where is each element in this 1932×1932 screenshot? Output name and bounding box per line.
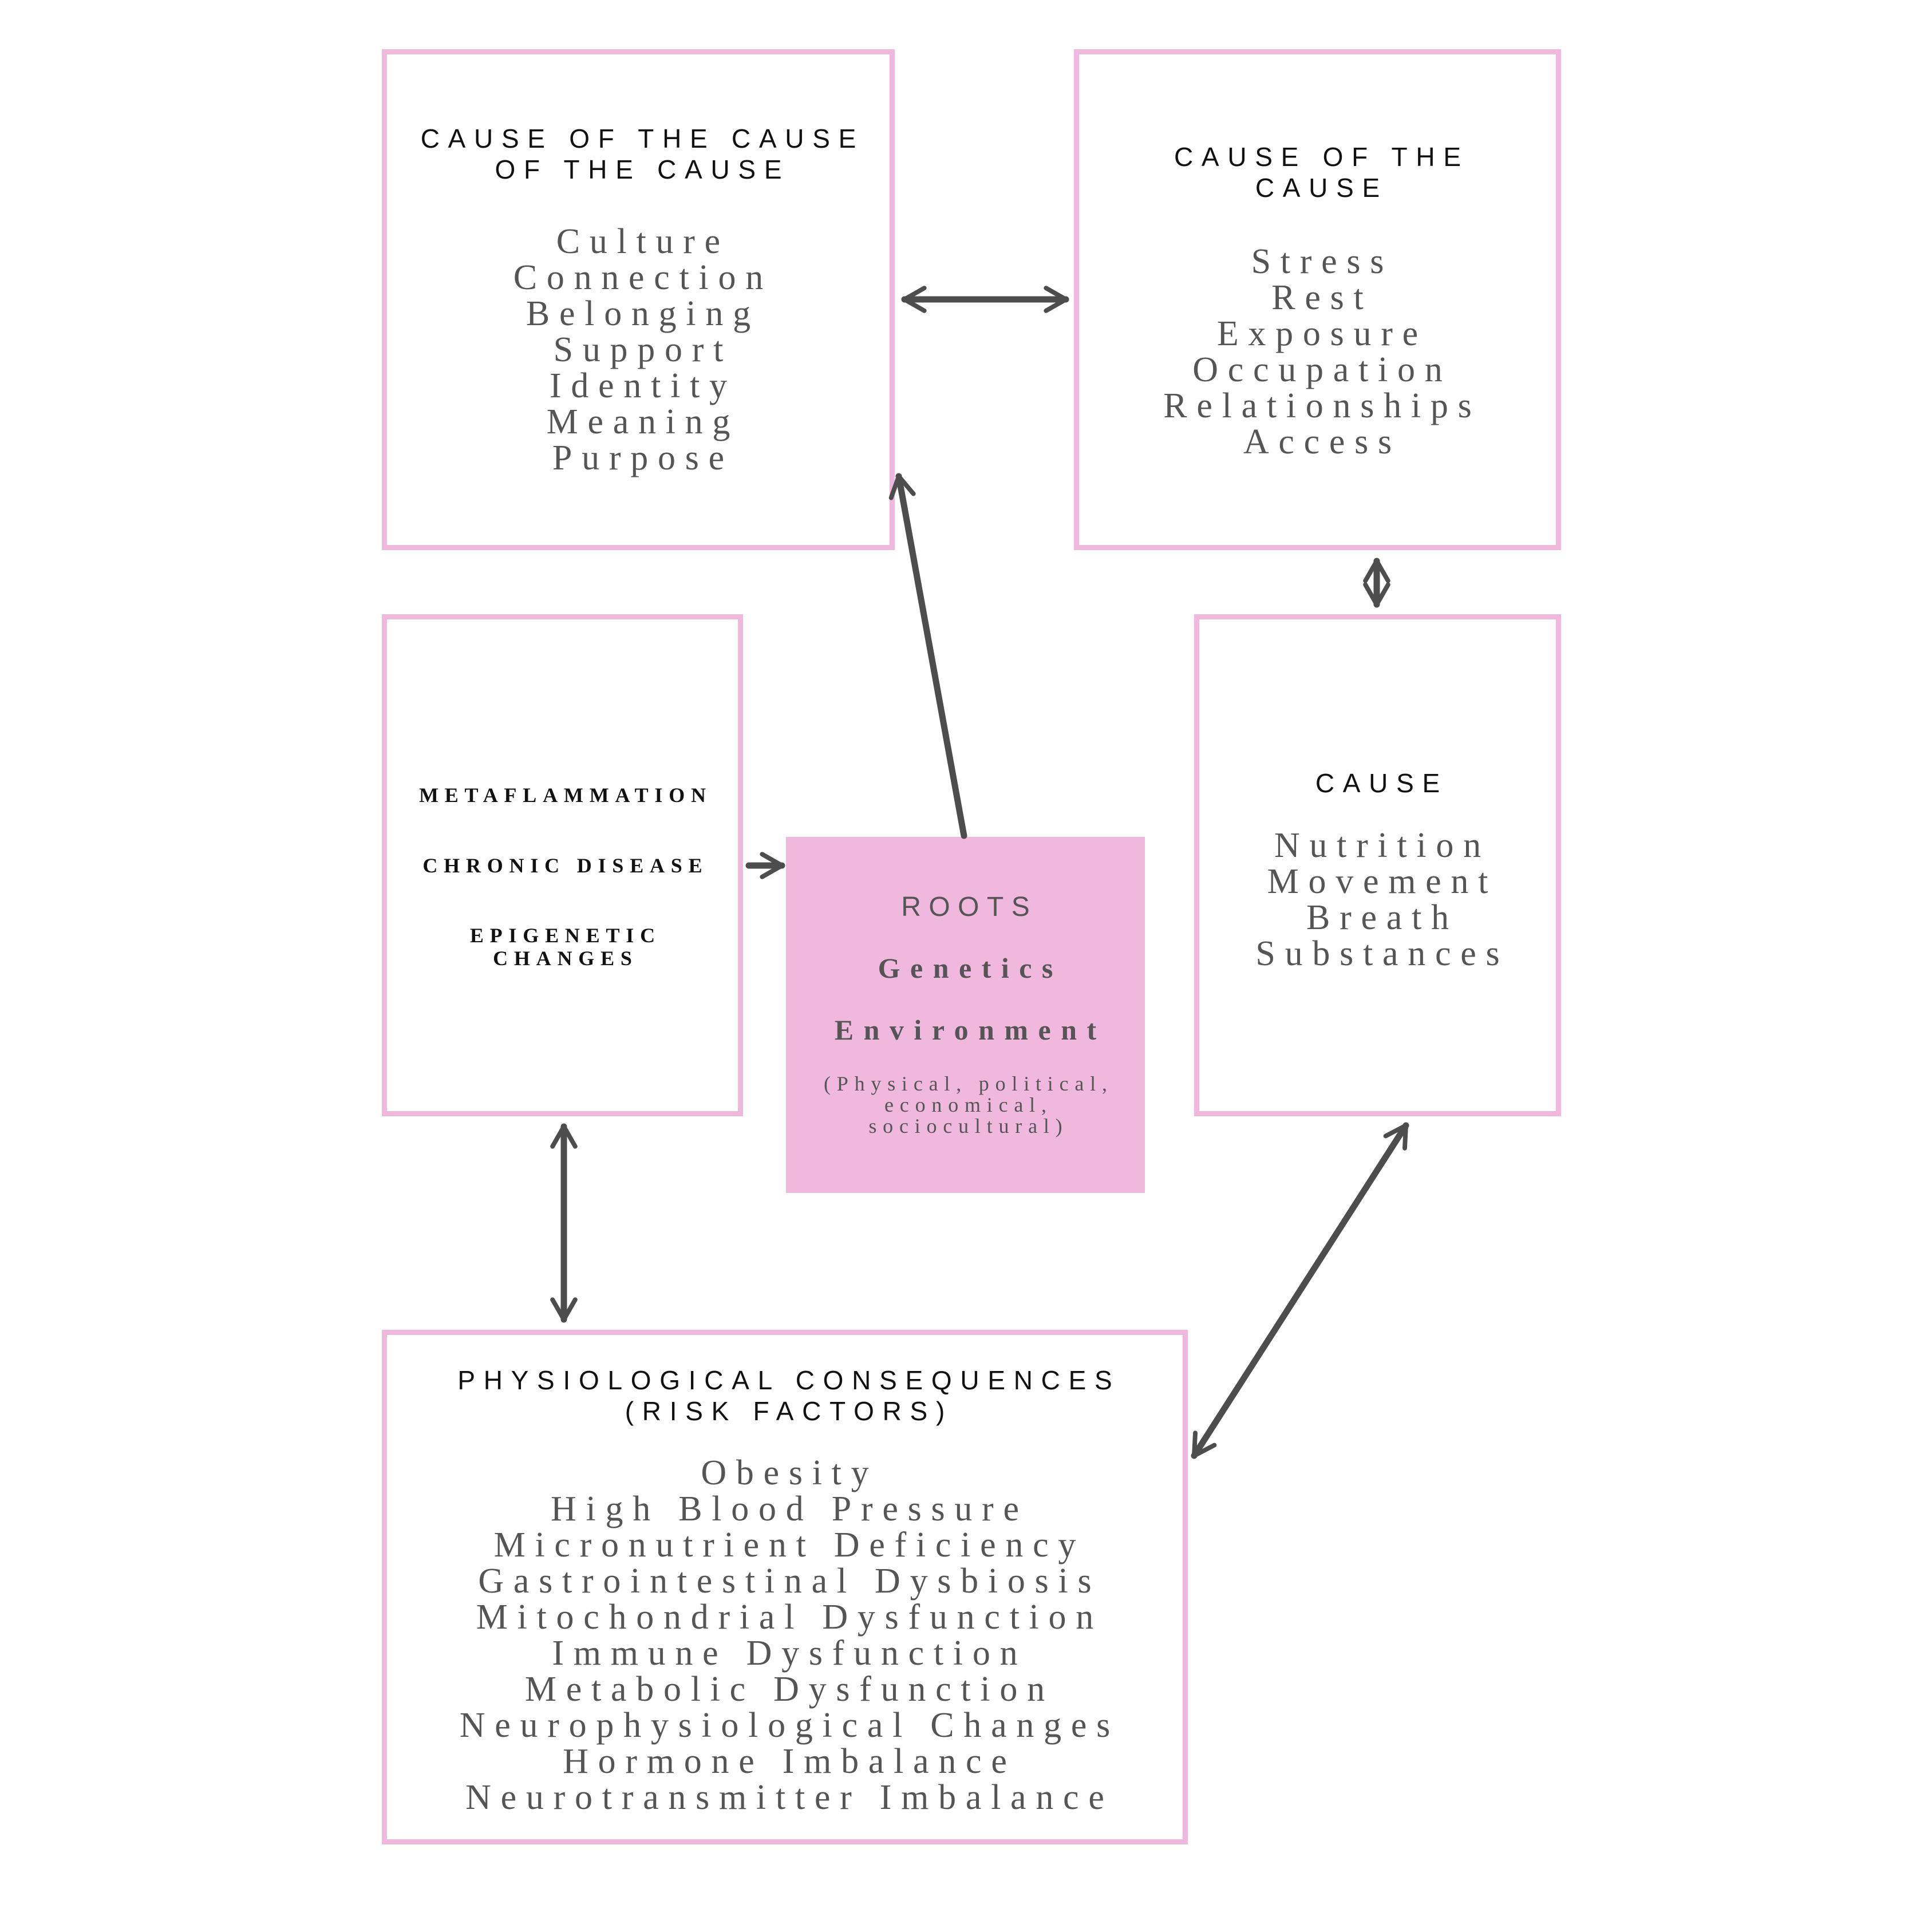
arrow-cause-to-consequences [1191, 1122, 1409, 1459]
arrow-roots-to-culture [888, 473, 967, 839]
note-line: sociocultural) [868, 1115, 1069, 1137]
list-item: Mitochondrial Dysfunction [476, 1598, 1103, 1637]
list-item: Exposure [1216, 314, 1428, 353]
list-item: Meaning [546, 402, 740, 441]
roots-title: ROOTS [901, 892, 1038, 922]
note-line: economical, [884, 1093, 1053, 1116]
list-item: Breath [1306, 898, 1459, 937]
list-item: Gastrointestinal Dysbiosis [478, 1562, 1101, 1601]
item-list: Obesity High Blood Pressure Micronutrien… [387, 1455, 1183, 1816]
outcomes-box: METAFLAMMATION CHRONIC DISEASE EPIGENETI… [382, 614, 743, 1116]
metaflammation-label: METAFLAMMATION [418, 784, 712, 807]
label-line: EPIGENETIC [469, 924, 661, 947]
list-item: Rest [1271, 278, 1373, 317]
cause-of-cause-of-cause-box: CAUSE OF THE CAUSE OF THE CAUSE Culture … [382, 49, 895, 550]
cause-of-cause-box: CAUSE OF THE CAUSE Stress Rest Exposure … [1074, 49, 1561, 550]
environment-note: (Physical, political, economical, socioc… [786, 1073, 1145, 1137]
list-item: Support [553, 330, 733, 369]
cause-box: CAUSE Nutrition Movement Breath Substanc… [1194, 614, 1561, 1116]
heading-line: OF THE CAUSE [495, 155, 791, 184]
list-item: Metabolic Dysfunction [524, 1670, 1054, 1709]
epigenetic-changes-label: EPIGENETIC CHANGES [387, 924, 738, 970]
list-item: Immune Dysfunction [552, 1634, 1028, 1673]
heading-line: PHYSIOLOGICAL CONSEQUENCES [457, 1365, 1121, 1395]
list-item: Purpose [552, 438, 734, 477]
heading-line: CAUSE OF THE [1174, 142, 1469, 172]
list-item: Nutrition [1274, 826, 1491, 865]
genetics-label: Genetics [878, 952, 1063, 984]
list-item: Access [1243, 422, 1401, 461]
list-item: Hormone Imbalance [563, 1742, 1017, 1781]
list-item: Obesity [701, 1453, 879, 1492]
list-item: Connection [513, 258, 773, 297]
list-item: High Blood Pressure [551, 1490, 1029, 1528]
list-item: Identity [549, 366, 737, 405]
box-heading: CAUSE OF THE CAUSE [1079, 141, 1556, 203]
item-list: Culture Connection Belonging Support Ide… [387, 224, 890, 476]
list-item: Neurotransmitter Imbalance [465, 1778, 1114, 1817]
list-item: Relationships [1163, 386, 1481, 425]
heading-line: CAUSE [1255, 173, 1388, 203]
heading-line: (RISK FACTORS) [625, 1396, 953, 1426]
label-line: CHANGES [493, 947, 638, 970]
list-item: Movement [1267, 862, 1498, 901]
list-item: Micronutrient Deficiency [493, 1526, 1086, 1564]
list-item: Belonging [526, 294, 760, 333]
chronic-disease-label: CHRONIC DISEASE [422, 854, 709, 877]
environment-label: Environment [834, 1014, 1107, 1046]
item-list: Nutrition Movement Breath Substances [1199, 828, 1556, 972]
list-item: Substances [1255, 934, 1510, 973]
item-list: Stress Rest Exposure Occupation Relation… [1079, 244, 1556, 460]
list-item: Culture [556, 222, 730, 261]
list-item: Stress [1251, 242, 1394, 281]
roots-box: ROOTS Genetics Environment (Physical, po… [786, 837, 1145, 1193]
heading-line: CAUSE OF THE CAUSE [420, 124, 865, 153]
note-line: (Physical, political, [824, 1072, 1113, 1095]
list-item: Neurophysiological Changes [459, 1706, 1120, 1745]
box-heading: CAUSE [1315, 768, 1448, 798]
box-heading: CAUSE OF THE CAUSE OF THE CAUSE [387, 123, 890, 185]
list-item: Occupation [1192, 350, 1452, 389]
box-heading: PHYSIOLOGICAL CONSEQUENCES (RISK FACTORS… [387, 1365, 1183, 1427]
consequences-box: PHYSIOLOGICAL CONSEQUENCES (RISK FACTORS… [382, 1330, 1188, 1844]
